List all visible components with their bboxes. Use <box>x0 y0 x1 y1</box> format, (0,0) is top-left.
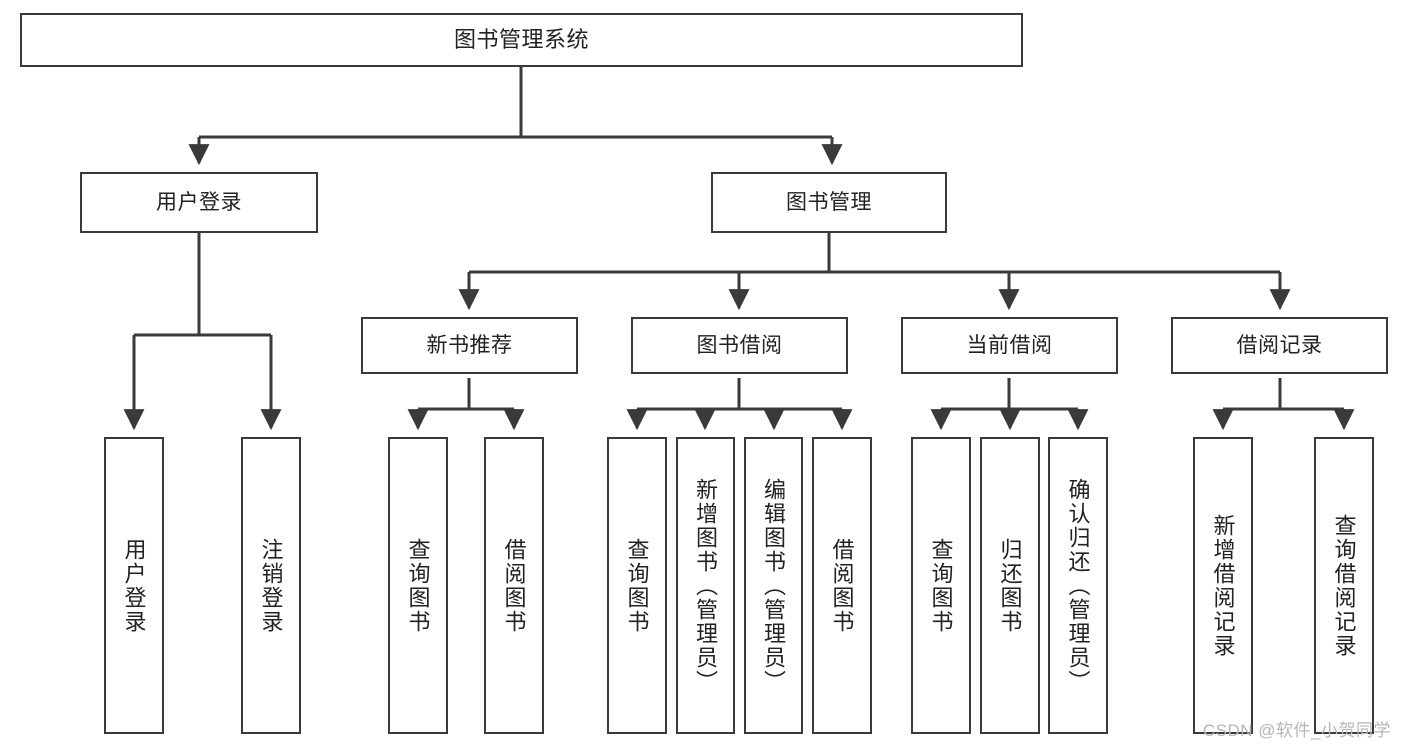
leaf-user-login-signin[interactable]: 用户登录 <box>104 437 164 734</box>
node-label: 新增图书（管理员） <box>693 477 719 694</box>
leaf-current-return-book[interactable]: 归还图书 <box>980 437 1040 734</box>
node-label: 借阅图书 <box>501 537 527 634</box>
node-label: 新书推荐 <box>426 333 513 357</box>
node-label: 借阅记录 <box>1236 333 1323 357</box>
node-new-book-recommend[interactable]: 新书推荐 <box>361 317 578 374</box>
node-label: 注销登录 <box>258 537 284 634</box>
node-borrow-record[interactable]: 借阅记录 <box>1171 317 1388 374</box>
node-label: 用户登录 <box>121 537 147 634</box>
node-label: 查询借阅记录 <box>1331 513 1357 658</box>
leaf-borrow-edit-book-admin[interactable]: 编辑图书（管理员） <box>744 437 803 734</box>
node-label: 图书借阅 <box>696 333 783 357</box>
leaf-current-query-book[interactable]: 查询图书 <box>911 437 971 734</box>
node-user-login[interactable]: 用户登录 <box>80 172 318 233</box>
node-label: 查询图书 <box>624 537 650 634</box>
leaf-record-query-borrow-record[interactable]: 查询借阅记录 <box>1314 437 1374 734</box>
node-label: 当前借阅 <box>966 333 1053 357</box>
node-label: 用户登录 <box>156 190 242 214</box>
node-book-borrow[interactable]: 图书借阅 <box>631 317 848 374</box>
node-label: 查询图书 <box>405 537 431 634</box>
leaf-new-book-query[interactable]: 查询图书 <box>388 437 448 734</box>
leaf-user-login-signout[interactable]: 注销登录 <box>241 437 301 734</box>
node-label: 借阅图书 <box>829 537 855 634</box>
node-label: 归还图书 <box>997 537 1023 634</box>
leaf-borrow-add-book-admin[interactable]: 新增图书（管理员） <box>676 437 735 734</box>
node-label: 查询图书 <box>928 537 954 634</box>
leaf-record-add-borrow-record[interactable]: 新增借阅记录 <box>1193 437 1253 734</box>
node-current-borrow[interactable]: 当前借阅 <box>901 317 1118 374</box>
leaf-borrow-query-book[interactable]: 查询图书 <box>607 437 667 734</box>
node-label: 编辑图书（管理员） <box>761 477 787 694</box>
node-label: 新增借阅记录 <box>1210 513 1236 658</box>
node-label: 图书管理 <box>786 190 872 214</box>
leaf-borrow-borrow-book[interactable]: 借阅图书 <box>812 437 872 734</box>
leaf-current-confirm-return-admin[interactable]: 确认归还（管理员） <box>1048 437 1108 734</box>
node-book-management[interactable]: 图书管理 <box>711 172 947 233</box>
csdn-watermark: CSDN @软件_小贺同学 <box>1202 721 1391 740</box>
leaf-new-book-borrow[interactable]: 借阅图书 <box>484 437 544 734</box>
node-root-system[interactable]: 图书管理系统 <box>20 13 1023 67</box>
node-label: 确认归还（管理员） <box>1065 477 1091 694</box>
node-label: 图书管理系统 <box>453 26 589 52</box>
